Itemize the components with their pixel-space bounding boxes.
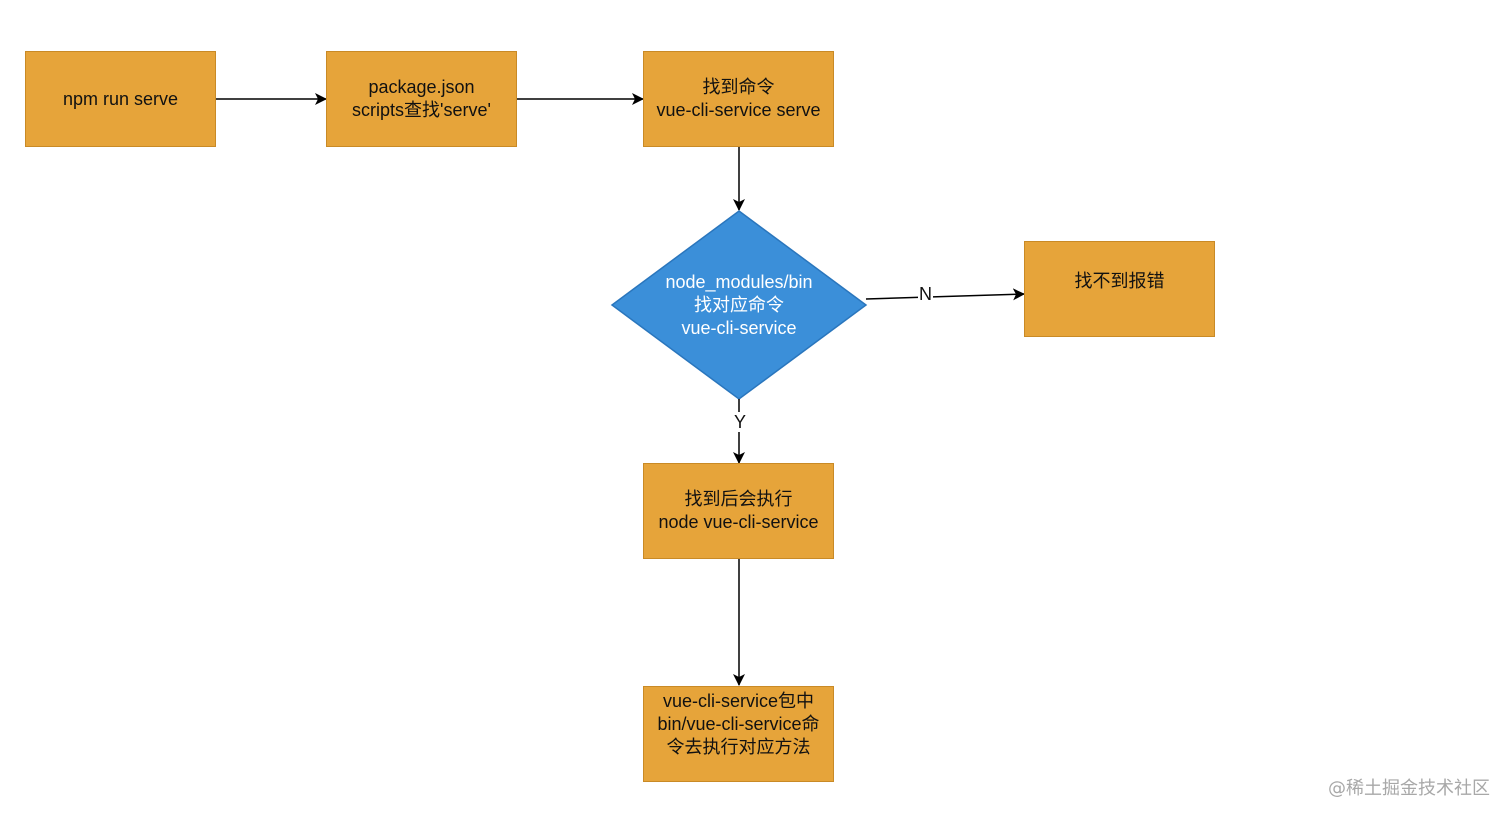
node-npm-run-serve: npm run serve [25,51,216,147]
node-label: scripts查找'serve' [352,100,491,120]
decision-label-line: 找对应命令 [694,294,784,315]
decision-label: node_modules/bin 找对应命令 vue-cli-service [620,245,858,365]
watermark: @稀土掘金技术社区 [1328,778,1490,799]
node-label: vue-cli-service serve [656,100,821,120]
node-package-json: package.json scripts查找'serve' [326,51,517,147]
node-execute: 找到后会执行 node vue-cli-service [643,463,834,559]
node-error: 找不到报错 [1024,241,1215,337]
node-label: 找不到报错 [1074,271,1165,291]
node-label: 找到后会执行 [684,489,793,509]
edge-label-no: N [918,284,933,304]
node-label: 找到命令 [702,77,775,97]
edge-label-yes: Y [733,412,748,432]
node-label: vue-cli-service包中 [662,691,815,711]
arrow-decision-to-error [865,288,1025,301]
node-bin-exec: vue-cli-service包中 bin/vue-cli-service命 令… [643,686,834,782]
node-label: bin/vue-cli-service命 [657,714,820,734]
node-label: npm run serve [62,88,179,109]
node-label: 令去执行对应方法 [666,737,811,757]
decision-label-line: vue-cli-service [681,317,797,338]
node-find-command: 找到命令 vue-cli-service serve [643,51,834,147]
node-label: node vue-cli-service [658,512,819,532]
decision-label-line: node_modules/bin [665,271,813,292]
node-label: package.json [368,77,475,97]
